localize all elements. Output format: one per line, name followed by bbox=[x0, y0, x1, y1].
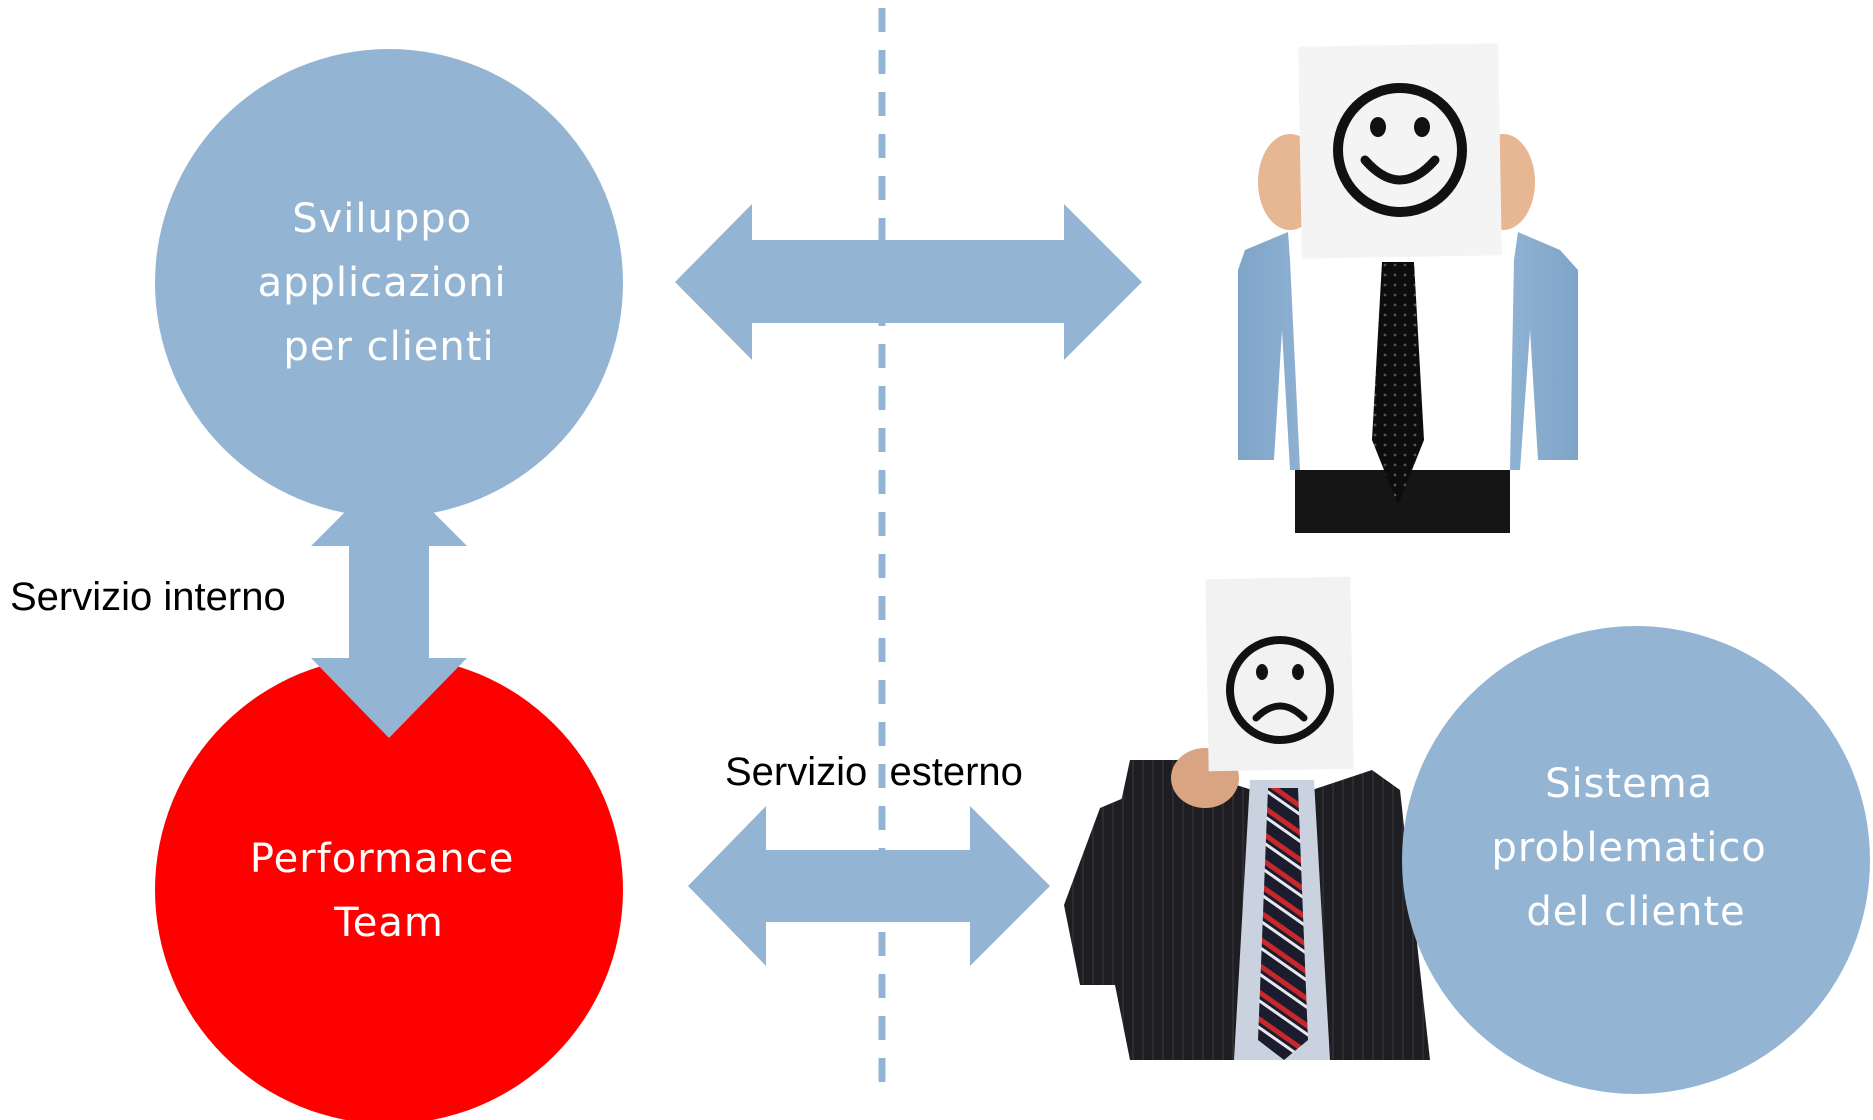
node-customer-system-line: Sistema bbox=[1545, 761, 1713, 807]
double-arrow-top bbox=[675, 204, 1142, 360]
node-dev-line: Sviluppo bbox=[292, 196, 472, 242]
svg-text:Sviluppo applicazioni: Sviluppo applicazioni per clienti bbox=[258, 196, 521, 370]
node-performance-team-circle bbox=[155, 656, 623, 1120]
happy-sign bbox=[1298, 43, 1502, 259]
label-internal-service: Servizio interno bbox=[10, 575, 286, 619]
node-customer-system-line: del cliente bbox=[1526, 889, 1745, 935]
node-performance-team-line: Team bbox=[333, 900, 444, 946]
smiley-face-icon bbox=[1333, 83, 1467, 217]
node-performance-team: Performance Team bbox=[155, 656, 623, 1120]
node-customer-system: Sistema problematico del cliente bbox=[1402, 626, 1870, 1094]
node-dev-line: per clienti bbox=[283, 324, 494, 370]
node-performance-team-line: Performance bbox=[250, 836, 514, 882]
svg-text:Sistema problematico: Sistema problematico del cliente bbox=[1492, 761, 1781, 935]
happy-person-figure bbox=[1238, 43, 1578, 533]
double-arrow-vertical bbox=[311, 468, 467, 738]
label-external-service: Servizio esterno bbox=[725, 750, 1023, 794]
node-dev: Sviluppo applicazioni per clienti bbox=[155, 49, 623, 517]
node-customer-system-line: problematico bbox=[1492, 825, 1767, 871]
frowning-face-icon bbox=[1226, 636, 1334, 744]
sad-person-figure bbox=[1064, 576, 1430, 1060]
node-dev-line: applicazioni bbox=[258, 260, 507, 306]
node-customer-system-circle bbox=[1402, 626, 1870, 1094]
svg-text:Performance Team: Performance Team bbox=[250, 836, 528, 946]
node-dev-circle bbox=[155, 49, 623, 517]
double-arrow-bottom bbox=[688, 806, 1050, 966]
